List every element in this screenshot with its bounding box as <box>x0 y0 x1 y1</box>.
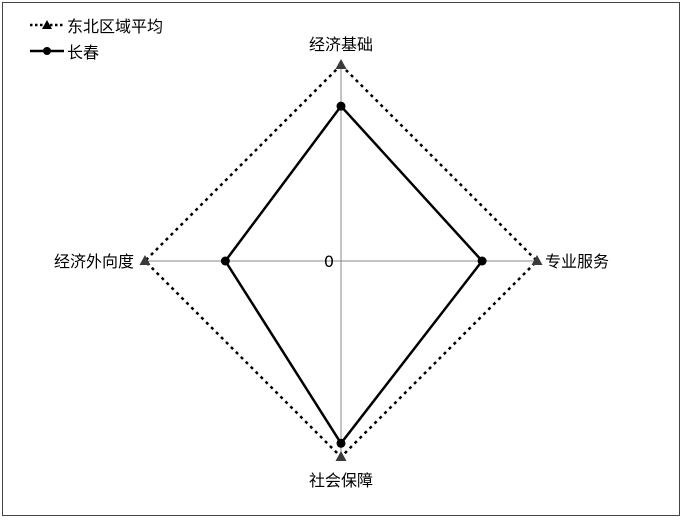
dotted-triangle-line-icon <box>30 20 64 29</box>
axis-label-economic-openness: 经济外向度 <box>54 252 134 271</box>
triangle-marker <box>531 255 543 265</box>
circle-marker <box>220 256 230 266</box>
axis-label-professional-services: 专业服务 <box>545 252 609 271</box>
series-line-changchun <box>223 104 484 446</box>
legend-label-changchun: 长春 <box>67 43 100 62</box>
series-layer <box>139 59 543 461</box>
triangle-marker <box>335 59 347 69</box>
circle-marker <box>336 101 346 111</box>
axes-layer <box>145 65 537 457</box>
axis-label-economic-base: 经济基础 <box>309 35 373 54</box>
solid-circle-line-icon <box>30 47 64 55</box>
circle-marker <box>336 438 346 448</box>
center-tick-label: 0 <box>324 252 334 271</box>
legend-item-regional-average: 东北区域平均 <box>30 12 163 38</box>
legend: 东北区域平均 长春 <box>30 12 163 64</box>
axis-label-social-security: 社会保障 <box>309 471 373 490</box>
triangle-marker <box>335 451 347 461</box>
circle-marker <box>477 256 487 266</box>
legend-label-regional-average: 东北区域平均 <box>67 17 164 36</box>
legend-item-changchun: 长春 <box>30 38 163 64</box>
triangle-marker <box>139 255 151 265</box>
